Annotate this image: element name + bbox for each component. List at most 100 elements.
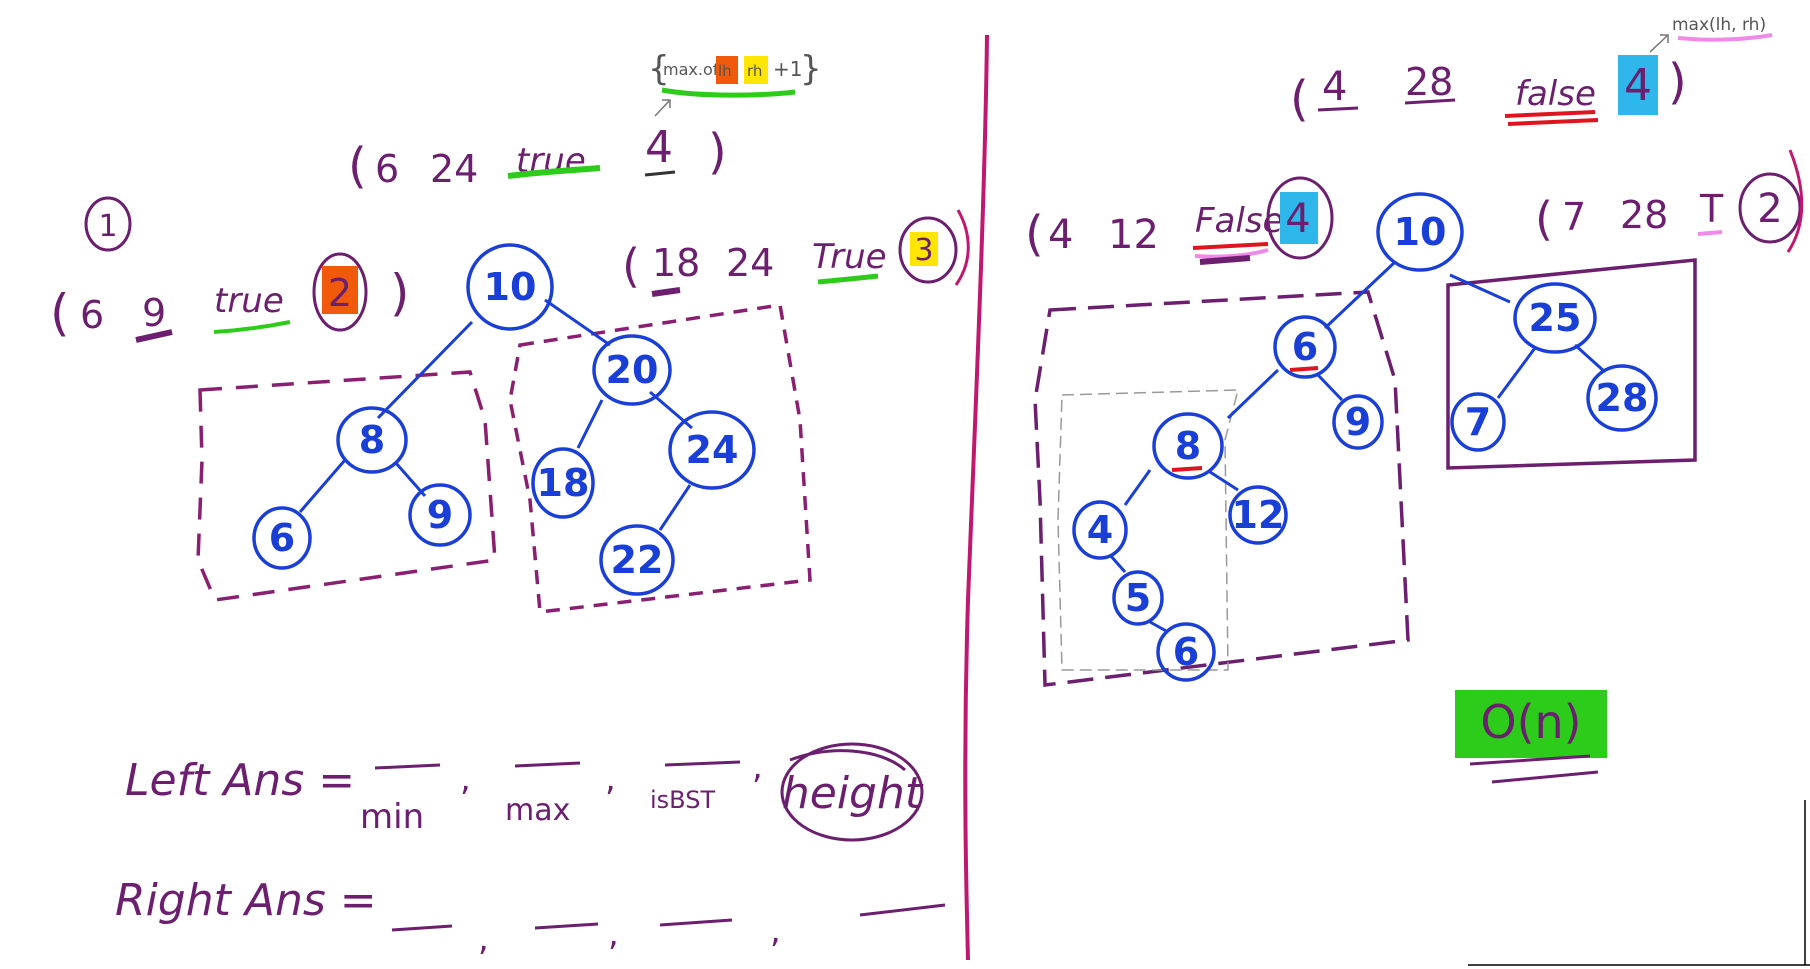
tuple-min: 6: [375, 147, 399, 191]
svg-text:,: ,: [478, 919, 489, 959]
lh-highlight: [716, 56, 738, 84]
tuple-height: 2: [1757, 186, 1782, 232]
dashed-box-left-subtree-right: [1033, 290, 1410, 687]
tuple-close: [954, 209, 970, 286]
tree-node: 6: [252, 506, 312, 570]
node-value: 9: [1345, 400, 1371, 444]
tree-node: 28: [1586, 364, 1658, 432]
tree-node: 20: [592, 334, 672, 406]
field-max: max: [505, 793, 570, 828]
tree-node: 6: [1156, 622, 1216, 682]
right-subtree-tuple-left: ( 18 24 True 3: [622, 209, 970, 297]
left-ans-row: Left Ans = , , , min max isBST height: [125, 742, 924, 842]
solid-box-right-subtree-right: [1446, 258, 1697, 470]
node-value: 12: [1232, 493, 1285, 537]
tree-node: 6: [1273, 315, 1337, 379]
isbst-underline: [817, 273, 879, 285]
node-value: 8: [359, 418, 385, 462]
tuple-max: 28: [1405, 60, 1453, 104]
dashed-box-inner-right: [1057, 389, 1239, 671]
node-value: 22: [611, 538, 664, 582]
height-circle: [898, 216, 958, 284]
tuple-open: (: [50, 284, 70, 342]
tuple-open: (: [1025, 206, 1044, 262]
rh-highlight: [744, 56, 768, 84]
svg-text:,: ,: [770, 911, 781, 951]
node-value: 10: [1394, 210, 1447, 254]
formula-text: max(lh, rh): [1672, 15, 1766, 35]
tuple-isbst: false: [1515, 74, 1596, 114]
height-field-circle: [780, 742, 924, 842]
tuple-max: 28: [1620, 193, 1668, 237]
max-underline: [135, 329, 173, 343]
formula-arrow: [654, 99, 671, 117]
tuple-min: 4: [1048, 212, 1073, 258]
tree-node: 25: [1513, 282, 1597, 354]
node-value: 25: [1529, 296, 1582, 340]
tuple-isbst: T: [1699, 187, 1724, 231]
height-formula-right: max(lh, rh): [1649, 15, 1773, 53]
left-subtree-tuple-left: ( 6 9 true 2 ): [50, 252, 410, 343]
corner-mark: [1468, 800, 1810, 966]
tree-node: 10: [466, 243, 554, 331]
field-height: height: [782, 768, 924, 819]
node-value: 24: [686, 428, 739, 472]
step-number-circle: [84, 196, 132, 252]
height-highlight: [1280, 192, 1318, 244]
node-value: 10: [484, 265, 537, 309]
center-divider: [963, 34, 989, 961]
tuple-close: ): [708, 124, 727, 180]
formula-suffix: +1: [773, 57, 802, 81]
tuple-height: 2: [328, 271, 352, 315]
height-underline: [644, 170, 676, 177]
tuple-open: (: [622, 239, 640, 293]
formula-arrow: [1649, 34, 1669, 53]
formula-rh: rh: [747, 62, 762, 80]
svg-text:,: ,: [460, 759, 471, 799]
dashed-box-right-subtree: [508, 303, 812, 614]
root-tuple-left: ( 6 24 true 4 ): [348, 122, 727, 194]
left-subtree-tuple-right: ( 4 12 False 4: [1025, 176, 1334, 265]
tuple-height: 4: [1624, 60, 1652, 111]
tuple-close: [1786, 149, 1804, 253]
complexity-text: O(n): [1480, 695, 1581, 749]
field-min: min: [360, 797, 424, 837]
tree-edges-right: [1108, 260, 1607, 634]
step-number: 1: [98, 209, 117, 244]
tuple-min: 4: [1322, 64, 1347, 110]
tree-node: 12: [1228, 485, 1288, 545]
left-ans-label: Left Ans =: [125, 755, 355, 806]
node-value: 5: [1125, 576, 1151, 620]
isbst-underline: [507, 165, 601, 179]
node-value: 6: [269, 516, 295, 560]
complexity-badge: O(n): [1455, 690, 1607, 784]
right-ans-label: Right Ans =: [115, 875, 377, 926]
tuple-height: 4: [645, 122, 673, 173]
tuple-height: 3: [914, 233, 933, 268]
node-value: 28: [1596, 376, 1649, 420]
tuple-min: 7: [1562, 195, 1586, 239]
height-formula-left: { max.of lh rh +1 }: [648, 49, 822, 117]
height-circle: [312, 252, 368, 332]
svg-text:,: ,: [605, 759, 616, 799]
formula-open-brace: {: [648, 49, 670, 89]
tree-nodes-left: 10 8 6 9 20 18 24 22: [252, 243, 756, 596]
node-value: 6: [1173, 630, 1199, 674]
tuple-min: 18: [652, 241, 700, 285]
field-isbst: isBST: [650, 786, 715, 814]
formula-underline: [1677, 33, 1773, 42]
node-value: 7: [1465, 400, 1491, 444]
tree-node: 22: [599, 524, 675, 596]
height-highlight: [1618, 55, 1658, 115]
tuple-isbst: True: [812, 237, 887, 277]
formula-lh: lh: [718, 62, 732, 80]
node-value: 6: [1292, 325, 1318, 369]
right-subtree-tuple-right: ( 7 28 T 2: [1535, 149, 1804, 253]
tree-node: 8: [336, 406, 408, 474]
height-highlight: [910, 232, 938, 266]
tuple-max: 9: [142, 291, 166, 335]
node-value: 9: [427, 493, 453, 537]
svg-text:,: ,: [752, 747, 763, 787]
tree-node: 9: [408, 483, 472, 547]
